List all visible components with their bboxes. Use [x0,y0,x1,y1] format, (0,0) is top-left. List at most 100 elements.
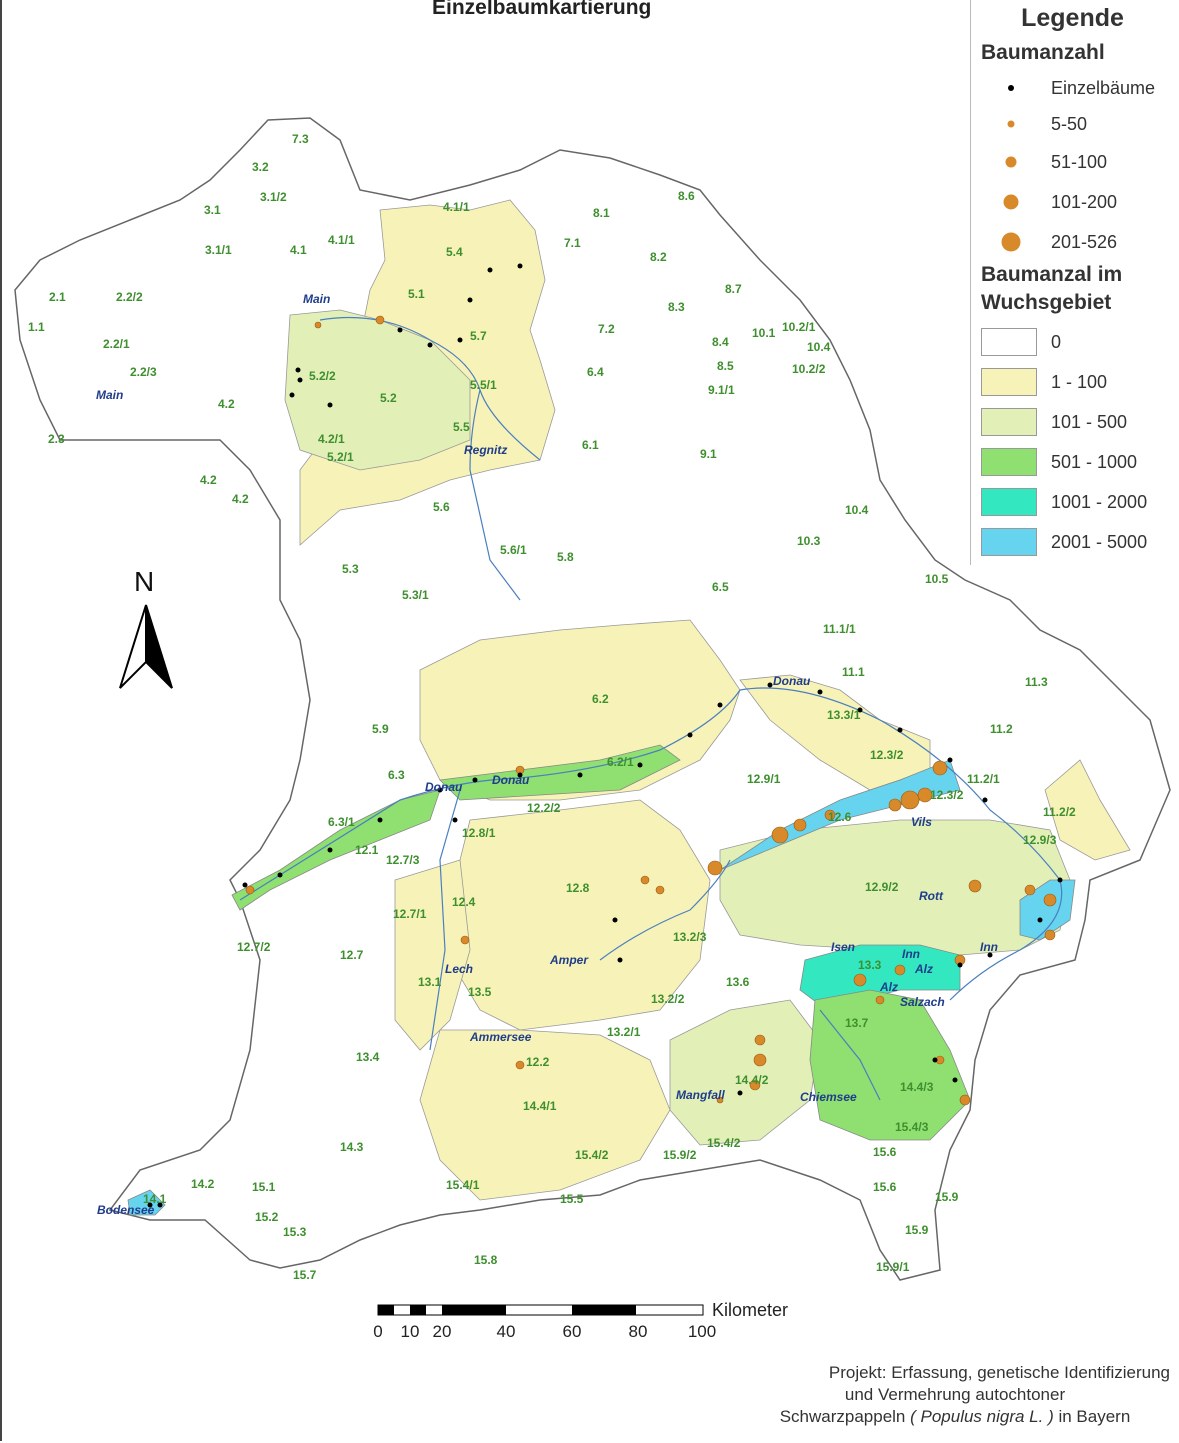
tree-clusters [245,315,1057,1106]
region-label: 13.6 [726,975,750,989]
region-label: 2.2/1 [103,337,130,351]
river-label-isen: Isen [831,940,856,954]
scale-unit: Kilometer [712,1300,789,1320]
region-label: 7.2 [598,322,615,336]
region-label: 8.2 [650,250,667,264]
legend-label: Einzelbäume [1051,78,1156,98]
region-label: 11.1/1 [823,622,856,636]
river-label-amper: Amper [550,953,589,967]
region-label: 6.4 [587,365,604,379]
region-label: 6.5 [712,580,729,594]
region-label: 14.4/2 [735,1073,769,1087]
region-label: 6.2/1 [607,755,634,769]
legend-symbol [1007,120,1015,128]
legend-symbol [1008,85,1014,91]
scale-bar: Kilometer 0 10 20 40 60 80 100 [372,1300,812,1350]
region-label: 15.7 [293,1268,317,1282]
region-label: 15.8 [474,1253,498,1267]
region-label: 9.1 [700,447,717,461]
region-label: 8.3 [668,300,685,314]
region-fill-12-7-1 [394,859,471,1051]
region-label: 15.9/2 [663,1148,697,1162]
region-label: 12.4 [452,895,476,909]
scale-tick: 40 [496,1322,516,1341]
legend-label: 1001 - 2000 [1051,492,1148,512]
region-label: 5.2/1 [327,450,354,464]
legend-swatch [981,528,1037,556]
region-fill-14-1 [127,1189,166,1216]
region-label: 3.1/2 [260,190,287,204]
region-label: 4.2 [218,397,235,411]
legend-label: 201-526 [1051,232,1118,252]
region-label: 5.7 [470,329,487,343]
tree-count-heading: Baumanzahl [981,41,1105,64]
region-label: 12.6 [828,810,852,824]
region-label: 15.1 [252,1180,276,1194]
river-isar [599,859,731,961]
river-label-ammersee: Ammersee [470,1030,532,1044]
map-title: Einzelbaumkartierung [432,0,652,19]
legend-title: Legende [1021,4,1124,32]
legend-row-area-5: 2001 - 5000 [971,526,1174,558]
credit-species: ( Populus nigra L. ) [910,1407,1054,1426]
river-label-alz-1: Alz [915,962,933,976]
region-label: 9.1/1 [708,383,735,397]
region-label: 15.6 [873,1145,897,1159]
region-label: 12.9/3 [1023,833,1057,847]
region-fill-14-4-3 [809,989,971,1141]
region-label: 12.3/2 [930,788,964,802]
scale-tick: 0 [373,1322,383,1341]
region-label: 2.3 [48,432,65,446]
region-label: 6.3 [388,768,405,782]
river-label-mangfall: Mangfall [676,1088,725,1102]
region-label: 10.2/1 [782,320,816,334]
region-fill-13-3 [799,944,961,1006]
legend-symbol [1003,194,1019,210]
region-label: 4.2 [200,473,217,487]
region-label: 1.1 [28,320,45,334]
river-label-donau-west: Donau [425,780,463,794]
region-label: 3.1/1 [205,243,232,257]
area-heading-line2: Wuchsgebiet [981,291,1112,314]
river-donau-inn [239,687,1063,1001]
credit-line-2: und Vermehrung autochtoner [844,1385,1066,1404]
region-label: 8.4 [712,335,729,349]
region-label: 15.9 [935,1190,959,1204]
legend-label: 51-100 [1051,152,1108,172]
region-label: 13.4 [356,1050,380,1064]
region-label: 5.2 [380,391,397,405]
region-label: 5.9 [372,722,389,736]
region-label: 2.1 [49,290,66,304]
scale-bar-graphic [377,1304,704,1316]
credit-line-3-pre: Schwarzpappeln [779,1407,911,1426]
legend-row-101-200: 101-200 [971,186,1174,218]
region-label: 13.3/1 [827,708,861,722]
region-label: 5.6 [433,500,450,514]
credit-line-3-post: in Bayern [1053,1407,1131,1426]
region-label: 15.4/2 [707,1136,741,1150]
river-label-inn-1: Inn [902,947,920,961]
legend-swatch [981,408,1037,436]
region-label: 5.5 [453,420,470,434]
legend-label: 501 - 1000 [1051,452,1138,472]
river-label-lech: Lech [445,962,474,976]
region-label: 12.9/2 [865,880,899,894]
region-label: 11.3 [1025,675,1048,689]
region-label: 12.2 [526,1055,550,1069]
river-label-donau-east-1: Donau [492,773,530,787]
river-label-inn-2: Inn [980,940,998,954]
region-label: 10.1 [752,326,776,340]
river-lech [429,789,461,1051]
region-label: 8.1 [593,206,610,220]
legend-row-area-1: 1 - 100 [971,366,1174,398]
legend-label: 1 - 100 [1051,372,1108,392]
region-label: 12.3/2 [870,748,904,762]
north-arrow: N [118,566,174,696]
scale-tick: 20 [432,1322,452,1341]
rivers [239,316,1063,1101]
region-label: 13.2/2 [651,992,685,1006]
region-fill-14-4-2 [669,999,821,1146]
river-label-bodensee: Bodensee [97,1203,155,1217]
region-label: 6.3/1 [328,815,355,829]
region-label: 4.1 [290,243,307,257]
